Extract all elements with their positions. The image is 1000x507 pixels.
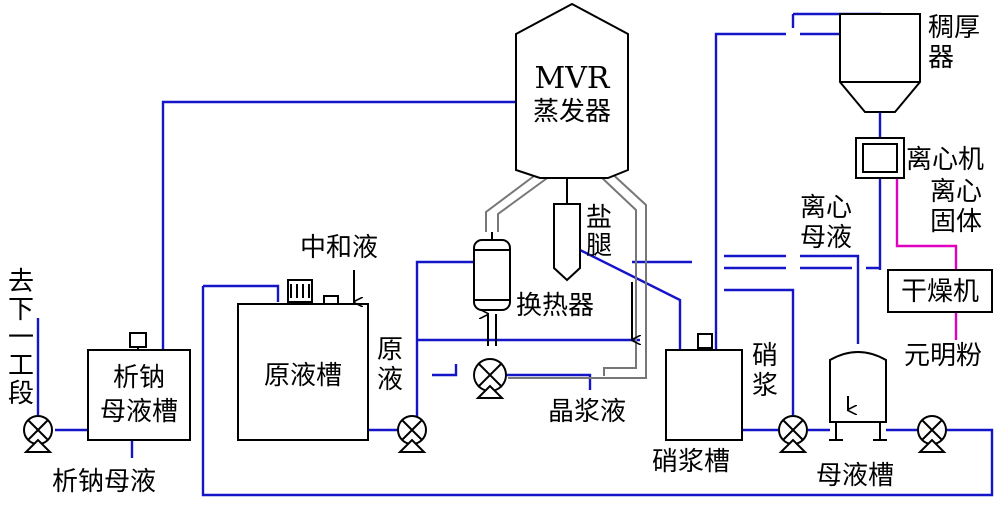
solid-product-lines — [895, 178, 958, 340]
sodium-mother-liquor-tank: 析钠 母液槽 — [87, 332, 191, 441]
pump-nitrate — [778, 415, 808, 453]
labels: 去 下 一 工 段 析钠母液 中和液 原 液 盐 腿 换热器 晶浆液 稠厚 器 … — [8, 13, 984, 497]
label-downstream-2: 下 — [8, 295, 34, 325]
dryer: 干燥机 — [887, 269, 993, 313]
label-neutral-liquid: 中和液 — [300, 233, 378, 263]
pump-raw-liquid — [397, 415, 427, 453]
centrifuge — [855, 137, 905, 179]
label-downstream-3: 一 — [8, 323, 34, 353]
label-raw-liquid-1: 原 — [377, 335, 403, 365]
salt-leg — [553, 178, 581, 282]
label-glauber-powder: 元明粉 — [904, 341, 982, 371]
label-salt-leg-1: 盐 — [586, 203, 612, 233]
label-nitrate-slurry-1: 硝 — [752, 341, 778, 371]
label-centrifuge-liquor-2: 母液 — [800, 223, 852, 253]
mvr-evaporator: MVR 蒸发器 — [515, 2, 629, 179]
label-salt-leg-2: 腿 — [586, 231, 612, 261]
label-centrifuge-liquor-1: 离心 — [800, 193, 852, 223]
label-nitrate-tank: 硝浆槽 — [652, 447, 730, 477]
pump-mother-liquor — [917, 415, 947, 453]
label-crystal-slurry: 晶浆液 — [548, 397, 626, 427]
label-nitrate-slurry-2: 浆 — [752, 371, 778, 401]
thickener — [839, 13, 921, 113]
vapor-lines — [485, 169, 647, 379]
sodium-tank-label-1: 析钠 — [113, 363, 165, 393]
mother-liquor-tank — [829, 351, 887, 441]
label-centrifuge: 离心机 — [906, 145, 984, 175]
sodium-tank-label-2: 母液槽 — [100, 397, 178, 427]
label-downstream-1: 去 — [8, 267, 34, 297]
heat-exchanger — [473, 232, 511, 346]
label-downstream-5: 段 — [8, 379, 34, 409]
pump-downstream — [23, 415, 53, 453]
label-thickener-2: 器 — [928, 43, 954, 73]
mvr-label-line1: MVR — [535, 61, 611, 96]
label-heat-exchanger: 换热器 — [516, 291, 594, 321]
circulation-pump — [473, 358, 507, 399]
label-centrifuge-solid-1: 离心 — [930, 177, 982, 207]
label-raw-liquid-2: 液 — [377, 365, 403, 395]
dryer-label: 干燥机 — [901, 277, 979, 307]
raw-liquid-tank: 原液槽 — [237, 270, 369, 441]
label-centrifuge-solid-2: 固体 — [930, 207, 982, 237]
label-downstream-4: 工 — [8, 351, 34, 381]
raw-tank-label: 原液槽 — [264, 361, 342, 391]
label-thickener-1: 稠厚 — [928, 13, 980, 43]
mvr-label-line2: 蒸发器 — [533, 97, 611, 127]
nitrate-slurry-tank — [665, 333, 743, 441]
label-sodium-liquor: 析钠母液 — [52, 467, 156, 497]
label-mother-tank: 母液槽 — [816, 461, 894, 491]
pipe-network — [36, 12, 994, 497]
